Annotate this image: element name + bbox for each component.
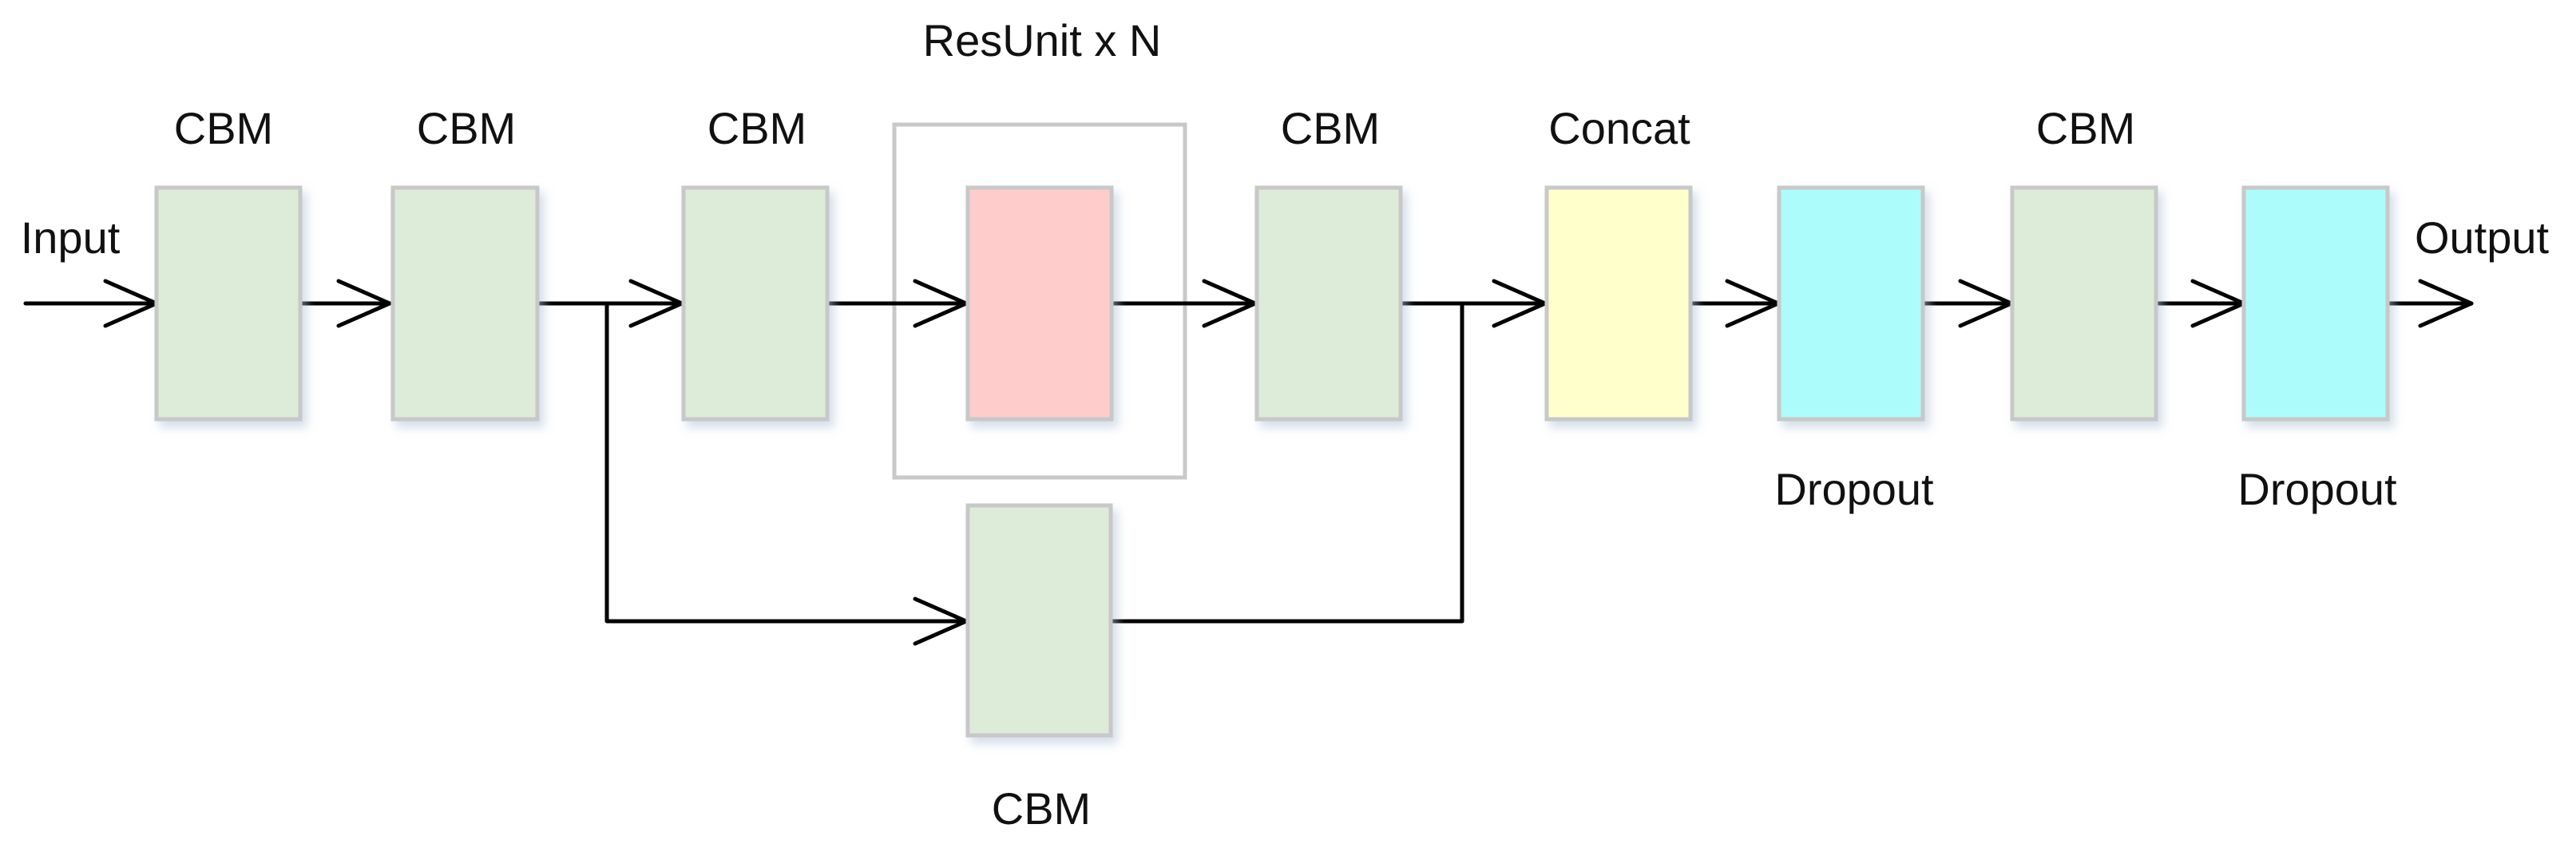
concat-block <box>1544 185 1693 422</box>
branch-from-bottom-cbm <box>1108 301 1464 624</box>
cbm-block-3 <box>681 185 830 422</box>
cbm-block-3-label: CBM <box>707 103 806 153</box>
dropout-block-2-label: Dropout <box>2237 464 2397 514</box>
resunit-block <box>965 185 1114 422</box>
blocks <box>154 185 2390 738</box>
cbm-block-5-label: CBM <box>2036 103 2135 153</box>
cbm-block-5 <box>2010 185 2158 422</box>
dropout-block-1 <box>1777 185 1925 422</box>
cbm-block-2 <box>390 185 540 422</box>
cbm-block-1 <box>154 185 303 422</box>
input-label: Input <box>21 212 121 263</box>
output-label: Output <box>2415 212 2550 263</box>
dropout-block-1-label: Dropout <box>1774 464 1934 514</box>
cbm-block-4-label: CBM <box>1281 103 1380 153</box>
resunit-group-frame <box>892 122 1187 480</box>
branch-to-bottom-cbm <box>604 301 969 624</box>
cbm-block-1-label: CBM <box>174 103 273 153</box>
cbm-block-bottom-label: CBM <box>992 783 1091 834</box>
cbm-block-bottom <box>965 503 1113 738</box>
concat-block-label: Concat <box>1548 103 1690 153</box>
resunit-group-label: ResUnit x N <box>923 15 1162 65</box>
cbm-block-4 <box>1254 185 1403 422</box>
dropout-block-2 <box>2241 185 2390 422</box>
cbm-block-2-label: CBM <box>417 103 516 153</box>
